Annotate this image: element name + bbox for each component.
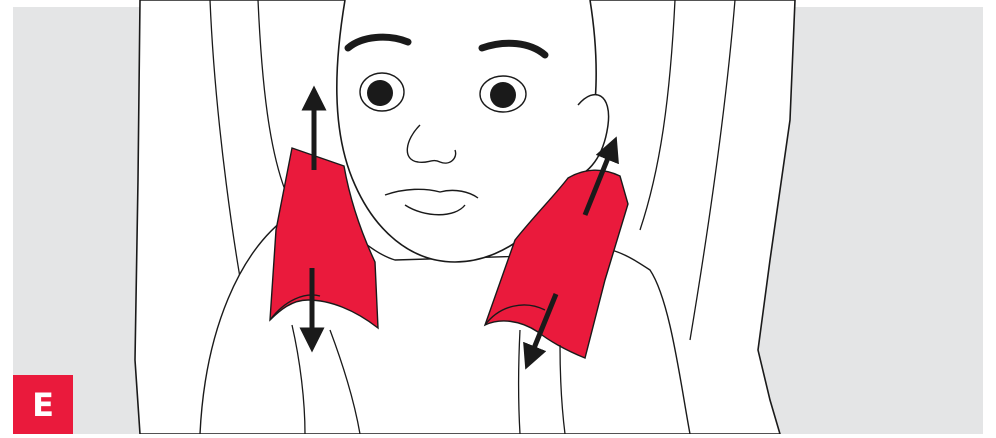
- left-eye: [360, 73, 404, 111]
- step-badge-label: E: [13, 375, 73, 434]
- right-eye: [480, 76, 526, 112]
